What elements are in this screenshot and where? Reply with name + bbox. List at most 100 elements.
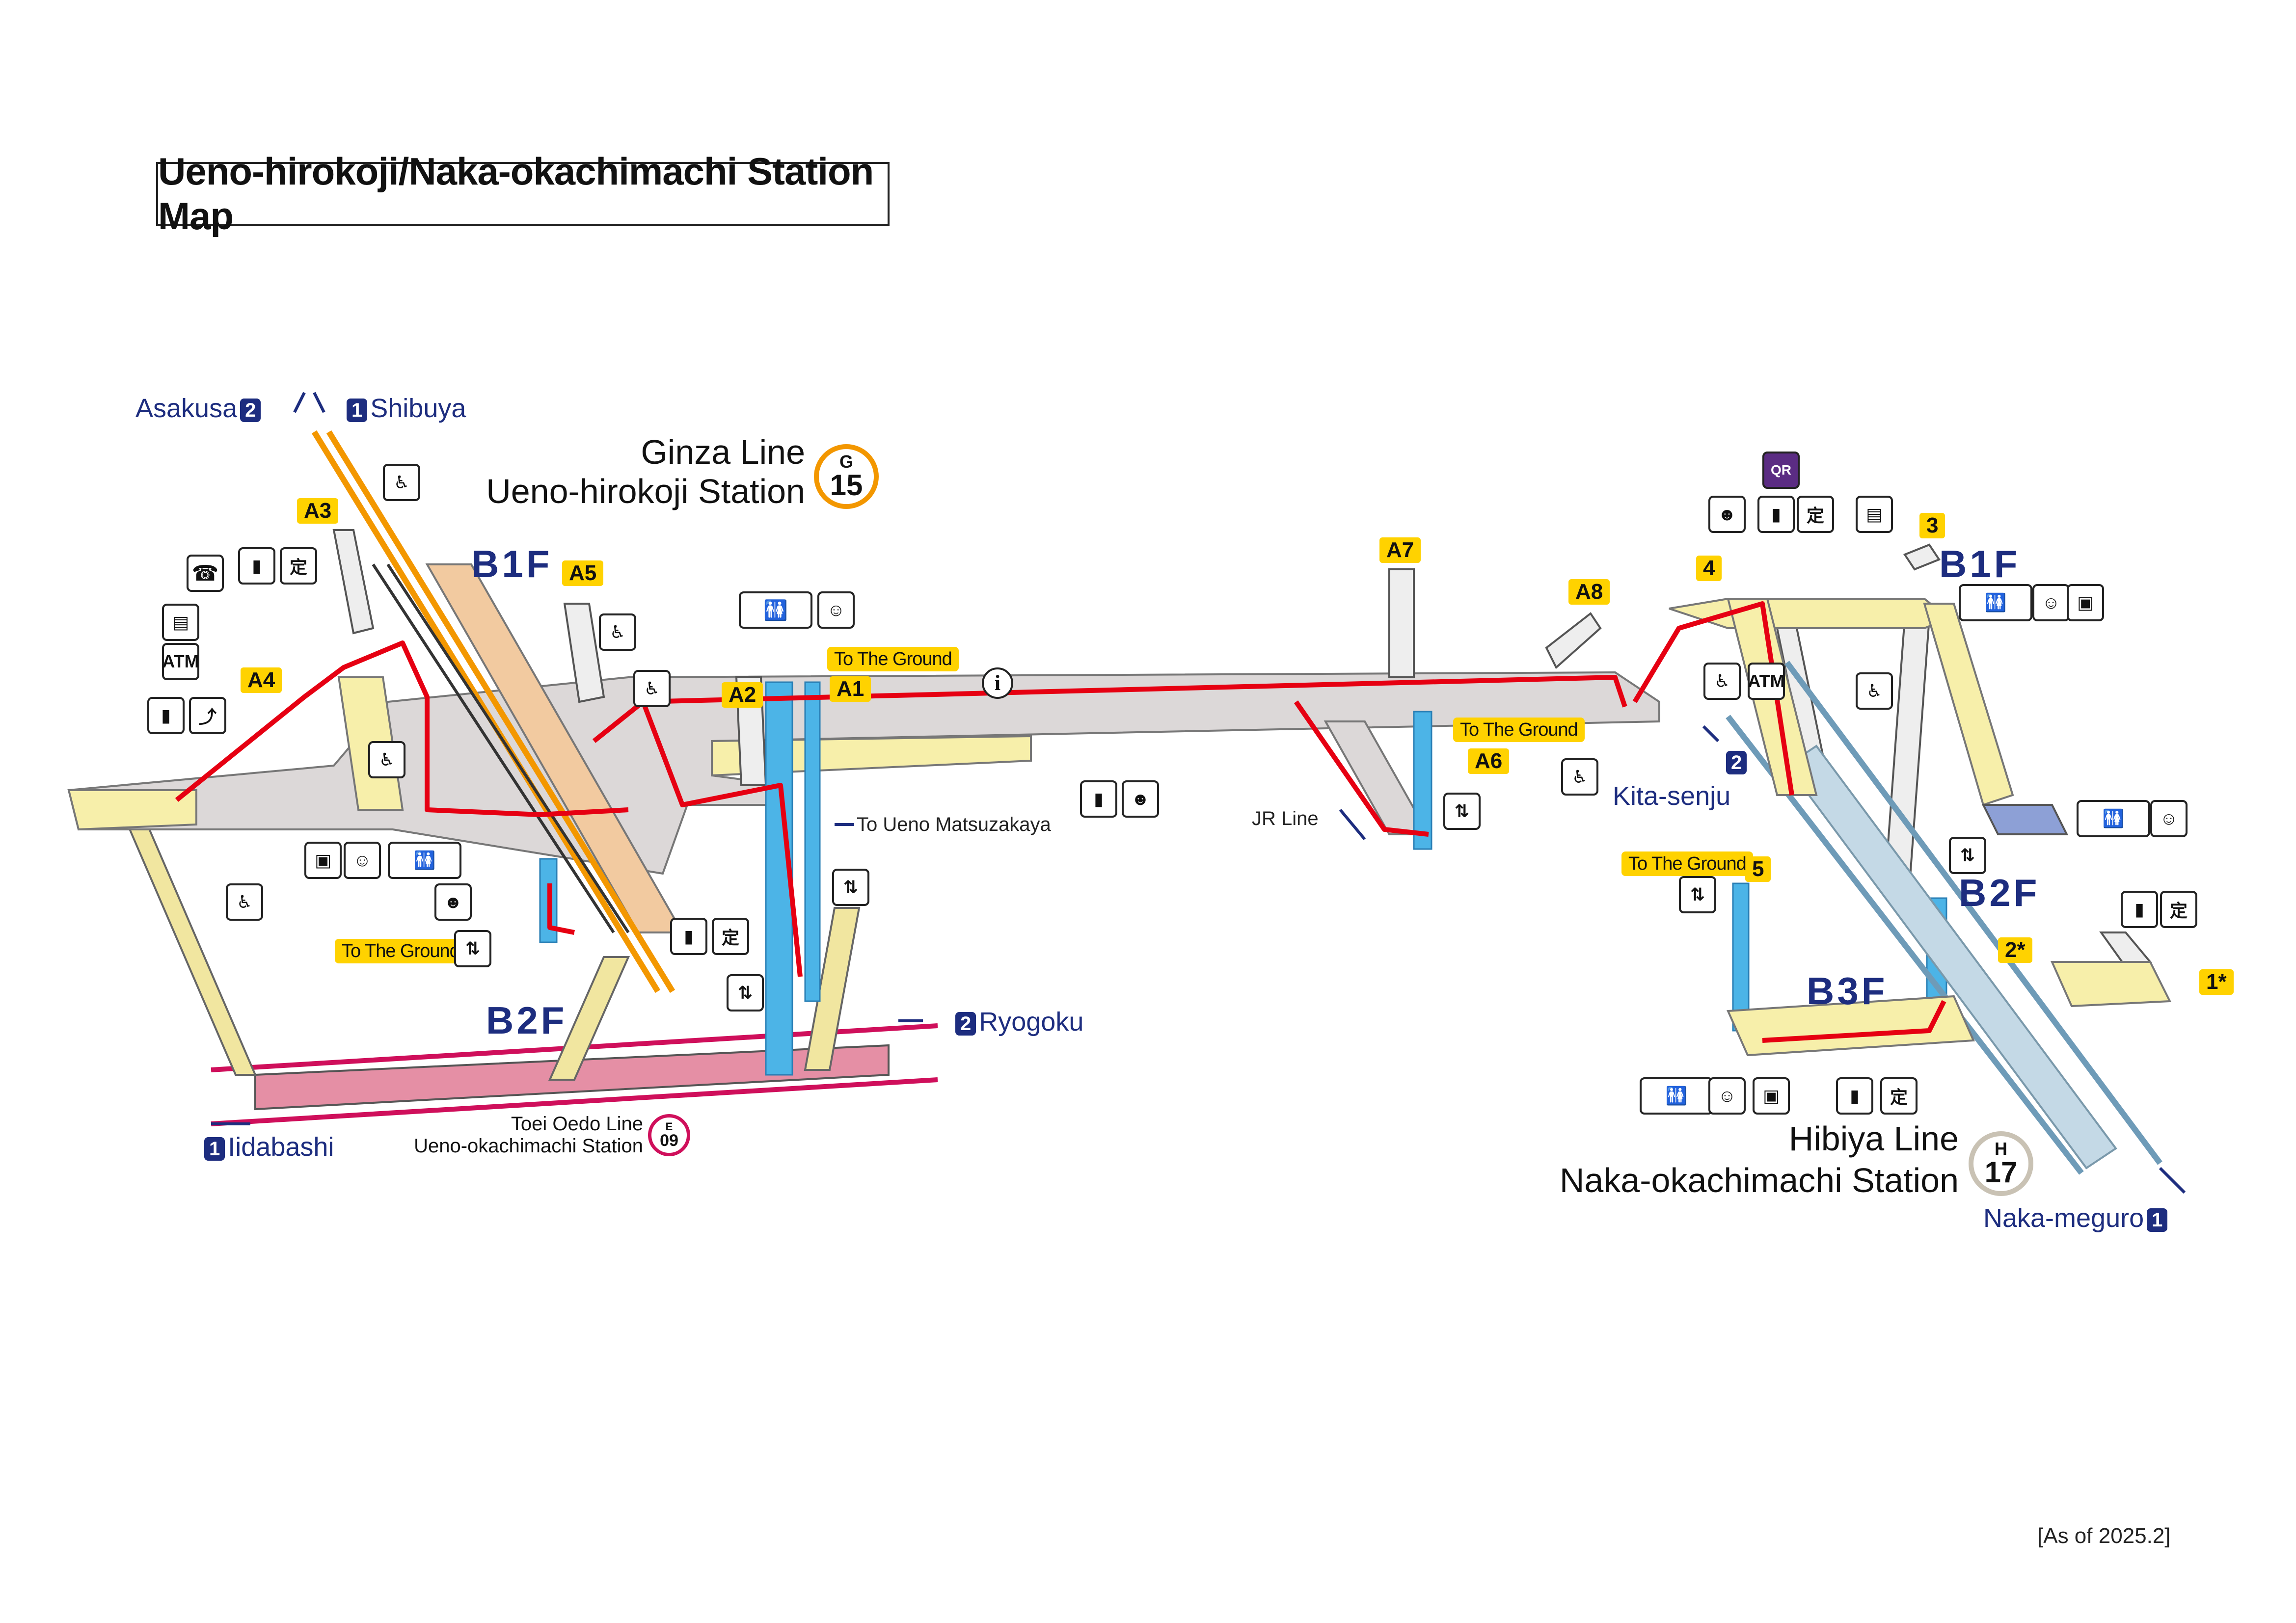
stairs [332,529,2152,968]
ginza-code-number: 15 [830,469,863,502]
restroom-icon: 🚻 [739,591,812,629]
baby-care-icon-3: ☺ [2032,584,2070,621]
elevator-icon-5: ⇅ [1679,876,1716,913]
hibiya-code-letter: H [1995,1139,2007,1159]
fare-adjustment-icon-6: ▮ [1836,1077,1873,1115]
exit-a3[interactable]: A3 [297,498,339,524]
elevator-icon-hibiya: ⇅ [1949,837,1986,874]
dir-iidabashi-badge: 1 [204,1137,225,1161]
dir-nakameguro-badge: 1 [2147,1208,2168,1232]
oedo-track-lower [211,1077,938,1126]
fare-adjustment-icon-2: ▮ [670,918,707,955]
elevator-5-shaft [1732,882,1750,1032]
atm-icon-2: ATM [1748,663,1785,700]
ginza-line-name: Ginza Line [641,433,805,471]
fixed-fare-icon-4: 定 [2160,891,2197,928]
restroom-icon-4: 🚻 [2077,800,2150,837]
dir-ryogoku-label: Ryogoku [979,1007,1084,1037]
to-ground-a6: To The Ground [1453,718,1585,742]
ostomate-icon-2: ▣ [2067,584,2104,621]
fixed-fare-icon: 定 [280,547,317,585]
baby-care-icon-2: ☺ [344,842,381,879]
exit-a5[interactable]: A5 [562,560,604,586]
telephone-icon: ☎ [187,555,224,592]
restroom-icon-3: 🚻 [1959,584,2032,621]
station-staff-icon-2: ☻ [1122,780,1159,818]
exit-a4[interactable]: A4 [241,667,282,693]
ginza-station-code-icon: G 15 [814,444,879,509]
dir-asakusa-badge: 2 [240,398,261,422]
fixed-fare-icon-5: 定 [1880,1077,1918,1115]
atm-icon: ATM [162,643,199,680]
exit-3[interactable]: 3 [1919,513,1945,538]
elevator-icon-a1-b2: ⇅ [727,974,764,1011]
station-staff-icon: ☻ [434,883,472,921]
fare-adjustment-icon-3: ▮ [1080,780,1117,818]
elevator-icon: ⇅ [454,930,491,967]
floor-b3f-right: B3F [1807,969,1888,1012]
restroom-icon-2: 🚻 [388,842,461,879]
direction-arrows [211,392,2186,1194]
hibiya-station-code-icon: H 17 [1969,1131,2033,1196]
floor-b1f-right: B1F [1939,542,2021,585]
fixed-fare-icon-3: 定 [1797,496,1834,533]
hibiya-code-number: 17 [1984,1156,2018,1189]
floor-b2f-left: B2F [486,999,567,1042]
wheelchair-stair-icon-4: ♿ [1856,672,1893,710]
oedo-code-number: 09 [660,1131,678,1150]
exit-2-star[interactable]: 2* [1998,937,2032,963]
fare-adjustment-icon-4: ▮ [1757,496,1795,533]
elevator-a1-shaft-2 [804,681,821,1002]
restroom-icon-5: 🚻 [1640,1077,1713,1115]
fixed-fare-icon-2: 定 [712,918,749,955]
exit-a6[interactable]: A6 [1468,748,1510,774]
ostomate-icon: ▣ [304,842,342,879]
exit-a8[interactable]: A8 [1568,579,1610,605]
fare-adjustment-icon: ▮ [147,697,185,734]
wheelchair-escalator-icon-2: ♿ [633,670,671,707]
baby-care-icon: ☺ [817,591,855,629]
oedo-station-code-icon: E 09 [648,1114,690,1156]
information-icon[interactable]: i [982,667,1013,699]
wheelchair-escalator-icon-4: ♿ [1561,758,1598,796]
fare-adjustment-icon-a3: ▮ [238,547,275,585]
jr-line-label: JR Line [1252,808,1319,829]
station-staff-icon-3: ☻ [1708,496,1746,533]
wheelchair-stair-icon: ♿ [599,613,636,651]
exit-1-star[interactable]: 1* [2199,969,2234,995]
exit-5[interactable]: 5 [1745,856,1771,882]
dir-kitasenju-badge-wrap: 2 [1723,751,1750,774]
oedo-station-name: Ueno-okachimachi Station [414,1135,643,1157]
dir-asakusa-label: Asakusa [135,394,238,423]
exit-4[interactable]: 4 [1696,556,1722,581]
dir-nakameguro-label: Naka-meguro [1983,1203,2144,1233]
to-matsuzakaya-label: To Ueno Matsuzakaya [857,814,1051,835]
elevator-a6-shaft [1413,711,1432,850]
qr-ticket-icon: QR [1762,452,1800,489]
elevator-icon-a1: ⇅ [832,869,869,906]
dir-kitasenju: Kita-senju [1613,783,1730,809]
ticket-machine-icon-2: ▤ [1856,496,1893,533]
baby-care-icon-4: ☺ [2150,800,2188,837]
ginza-tracks [311,430,675,993]
ticket-machine-icon: ▤ [162,604,199,641]
to-ground-a1: To The Ground [827,647,959,671]
fare-adjustment-icon-5: ▮ [2121,891,2158,928]
wheelchair-stair-icon-2: ♿ [368,741,405,778]
to-ground-5: To The Ground [1621,851,1753,876]
wheelchair-stair-icon-3: ♿ [1703,663,1741,700]
exit-a7[interactable]: A7 [1379,537,1421,563]
b1f-concourse-left [67,563,1660,933]
accessible-route [175,601,1946,1043]
wheelchair-escalator-icon: ♿ [383,464,420,501]
exit-a2[interactable]: A2 [722,682,763,708]
ostomate-icon-3: ▣ [1753,1077,1790,1115]
floor-b1f-left: B1F [471,542,553,585]
dir-shibuya-label: Shibuya [370,394,466,423]
exit-a1[interactable]: A1 [830,676,871,702]
